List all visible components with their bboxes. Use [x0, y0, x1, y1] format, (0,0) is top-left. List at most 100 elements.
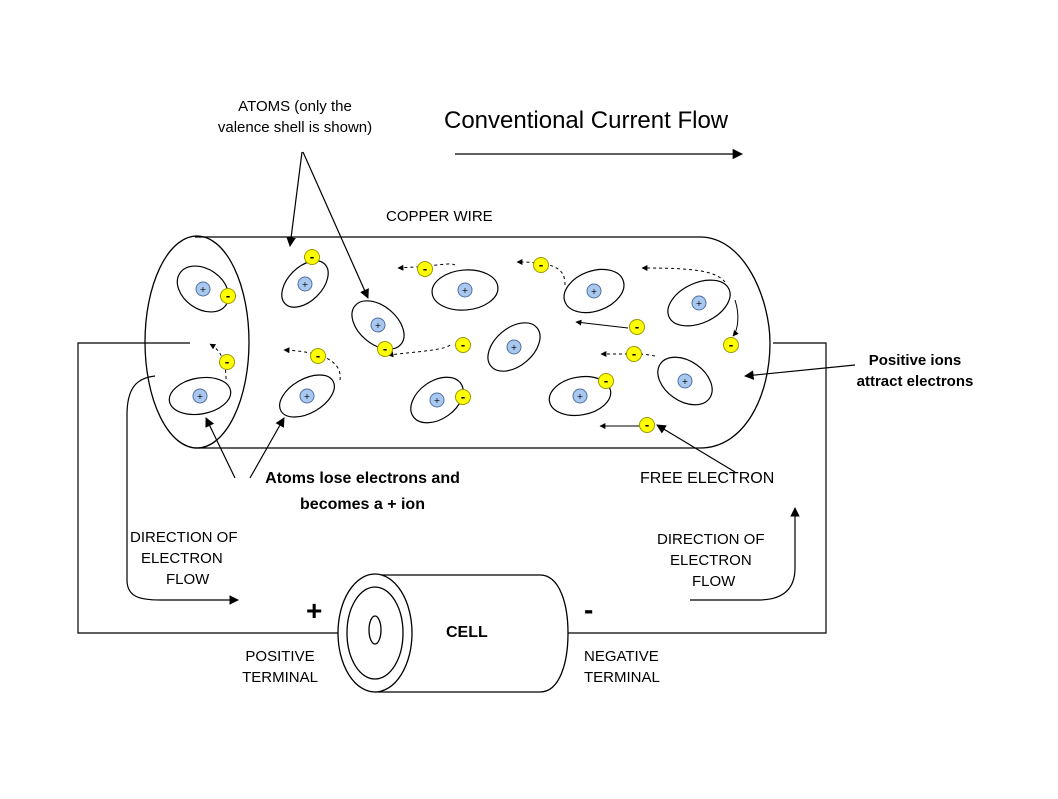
nucleus-sign: +	[375, 321, 382, 330]
positive-ions-label: Positive ions attract electrons	[856, 352, 974, 390]
atom: +	[431, 269, 499, 311]
electron-sign: -	[316, 350, 321, 363]
atom: +	[487, 322, 541, 372]
electron-path	[641, 265, 726, 283]
nucleus	[691, 295, 707, 311]
nucleus-sign: +	[434, 396, 441, 405]
electron: -	[220, 288, 236, 304]
nucleus	[195, 281, 211, 297]
circuit-wire	[77, 342, 827, 634]
electron-dot	[310, 348, 326, 364]
nucleus	[572, 388, 588, 404]
electron-dot	[417, 261, 433, 277]
positive-terminal-label: POSITIVE TERMINAL	[242, 648, 318, 686]
atom: +	[563, 268, 625, 314]
free-electron-label: FREE ELECTRON	[640, 470, 775, 487]
direction-electron-flow-right: DIRECTION OF ELECTRON FLOW	[657, 531, 765, 590]
atom: +	[281, 260, 329, 308]
nucleus-sign: +	[591, 287, 598, 296]
electron-sign: -	[423, 263, 428, 276]
electron-sign: -	[635, 321, 640, 334]
electrons-layer: - - - - - - - - - - - - - -	[219, 249, 739, 433]
nucleus	[677, 373, 693, 389]
nucleus	[457, 282, 473, 298]
electron-sign: -	[604, 375, 609, 388]
direction-electron-flow-left: DIRECTION OF ELECTRON FLOW	[130, 529, 238, 588]
electron: -	[626, 346, 642, 362]
atom: +	[176, 265, 230, 313]
atom: +	[548, 375, 612, 417]
nucleus-sign: +	[200, 285, 207, 294]
electron-sign: -	[383, 343, 388, 356]
nucleus	[370, 317, 386, 333]
electron-dot	[639, 417, 655, 433]
nucleus-sign: +	[302, 280, 309, 289]
electron-sign: -	[729, 339, 734, 352]
nucleus-sign: +	[696, 299, 703, 308]
electron: -	[377, 341, 393, 357]
nucleus-sign: +	[577, 392, 584, 401]
pointer-line	[656, 424, 736, 473]
atoms-layer: + + + + + + + + + + + +	[168, 260, 731, 424]
nucleus-sign: +	[682, 377, 689, 386]
electron-sign: -	[461, 339, 466, 352]
electron-paths-layer	[209, 259, 739, 429]
electron: -	[598, 373, 614, 389]
electron-sign: -	[632, 348, 637, 361]
atom: +	[351, 300, 405, 350]
electron-dot	[219, 354, 235, 370]
electron: -	[629, 319, 645, 335]
electron-sign: -	[539, 259, 544, 272]
nucleus	[297, 276, 313, 292]
electron-dot	[455, 389, 471, 405]
nucleus	[299, 388, 315, 404]
electron-dot	[220, 288, 236, 304]
atoms-lose-electrons-label: Atoms lose electrons and becomes a + ion	[265, 470, 460, 513]
electron-dot	[598, 373, 614, 389]
electron-dot	[304, 249, 320, 265]
electron: -	[723, 337, 739, 353]
cell-label: CELL	[446, 624, 488, 641]
electron-dot	[455, 337, 471, 353]
copper-wire-tube	[144, 235, 771, 449]
nucleus	[506, 339, 522, 355]
electron-path	[387, 344, 451, 358]
electron-dot	[626, 346, 642, 362]
electron: -	[455, 389, 471, 405]
electron: -	[417, 261, 433, 277]
atoms-label: ATOMS (only the valence shell is shown)	[217, 98, 373, 136]
atom: +	[279, 374, 335, 418]
nucleus-sign: +	[511, 343, 518, 352]
diagram-title: Conventional Current Flow	[444, 107, 729, 134]
nucleus-sign: +	[304, 392, 311, 401]
electron: -	[219, 354, 235, 370]
electron-path	[209, 343, 227, 380]
electron-sign: -	[310, 251, 315, 264]
positive-terminal-symbol: +	[306, 595, 323, 626]
atom: +	[657, 356, 713, 406]
electron: -	[639, 417, 655, 433]
pointer-line	[205, 417, 236, 479]
electron: -	[533, 257, 549, 273]
atom: +	[168, 376, 232, 416]
electron-dot	[533, 257, 549, 273]
electron: -	[304, 249, 320, 265]
nucleus	[586, 283, 602, 299]
nucleus-sign: +	[197, 392, 204, 401]
atom: +	[410, 376, 464, 424]
electron-flow-arrow-left	[126, 375, 239, 605]
electron: -	[455, 337, 471, 353]
electron-path	[397, 263, 456, 271]
electron-path	[575, 319, 629, 329]
pointer-line	[744, 364, 856, 380]
electron-sign: -	[226, 290, 231, 303]
pointer-line	[302, 151, 369, 299]
electron-sign: -	[461, 391, 466, 404]
negative-terminal-symbol: -	[584, 594, 594, 625]
pointer-line	[249, 417, 285, 479]
electron-path	[516, 259, 566, 286]
electron-dot	[723, 337, 739, 353]
copper-wire-label: COPPER WIRE	[386, 208, 493, 225]
